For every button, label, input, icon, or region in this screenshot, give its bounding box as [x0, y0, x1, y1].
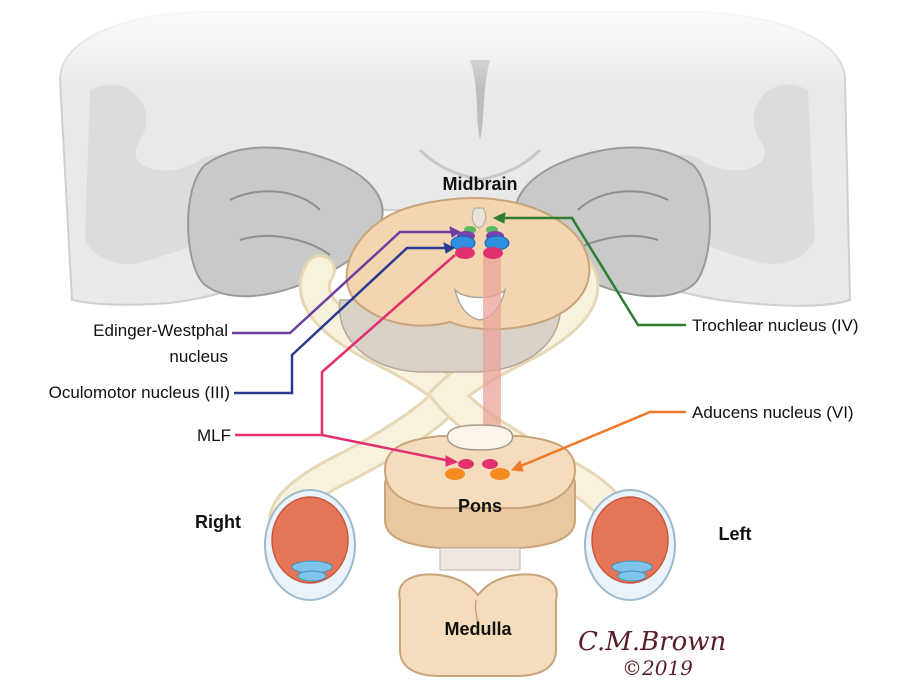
- left-label: Left: [719, 524, 752, 544]
- pons-label: Pons: [458, 496, 502, 516]
- copyright-year: ©2019: [622, 656, 693, 680]
- right-label: Right: [195, 512, 241, 532]
- left-eye: [585, 490, 675, 600]
- medulla-label: Medulla: [444, 619, 512, 639]
- pons-section: [385, 425, 575, 548]
- mlf-label: MLF: [197, 426, 231, 445]
- abducens-label: Aducens nucleus (VI): [692, 403, 854, 422]
- artist-signature: C.M.Brown: [578, 627, 726, 657]
- trochlear-label: Trochlear nucleus (IV): [692, 316, 859, 335]
- midbrain-label: Midbrain: [443, 174, 518, 194]
- right-eye: [265, 490, 355, 600]
- medulla-section: [399, 548, 557, 676]
- edinger-westphal-label-line2: nucleus: [169, 347, 228, 366]
- edinger-westphal-label-line1: Edinger-Westphal: [93, 321, 228, 340]
- oculomotor-label: Oculomotor nucleus (III): [49, 383, 230, 402]
